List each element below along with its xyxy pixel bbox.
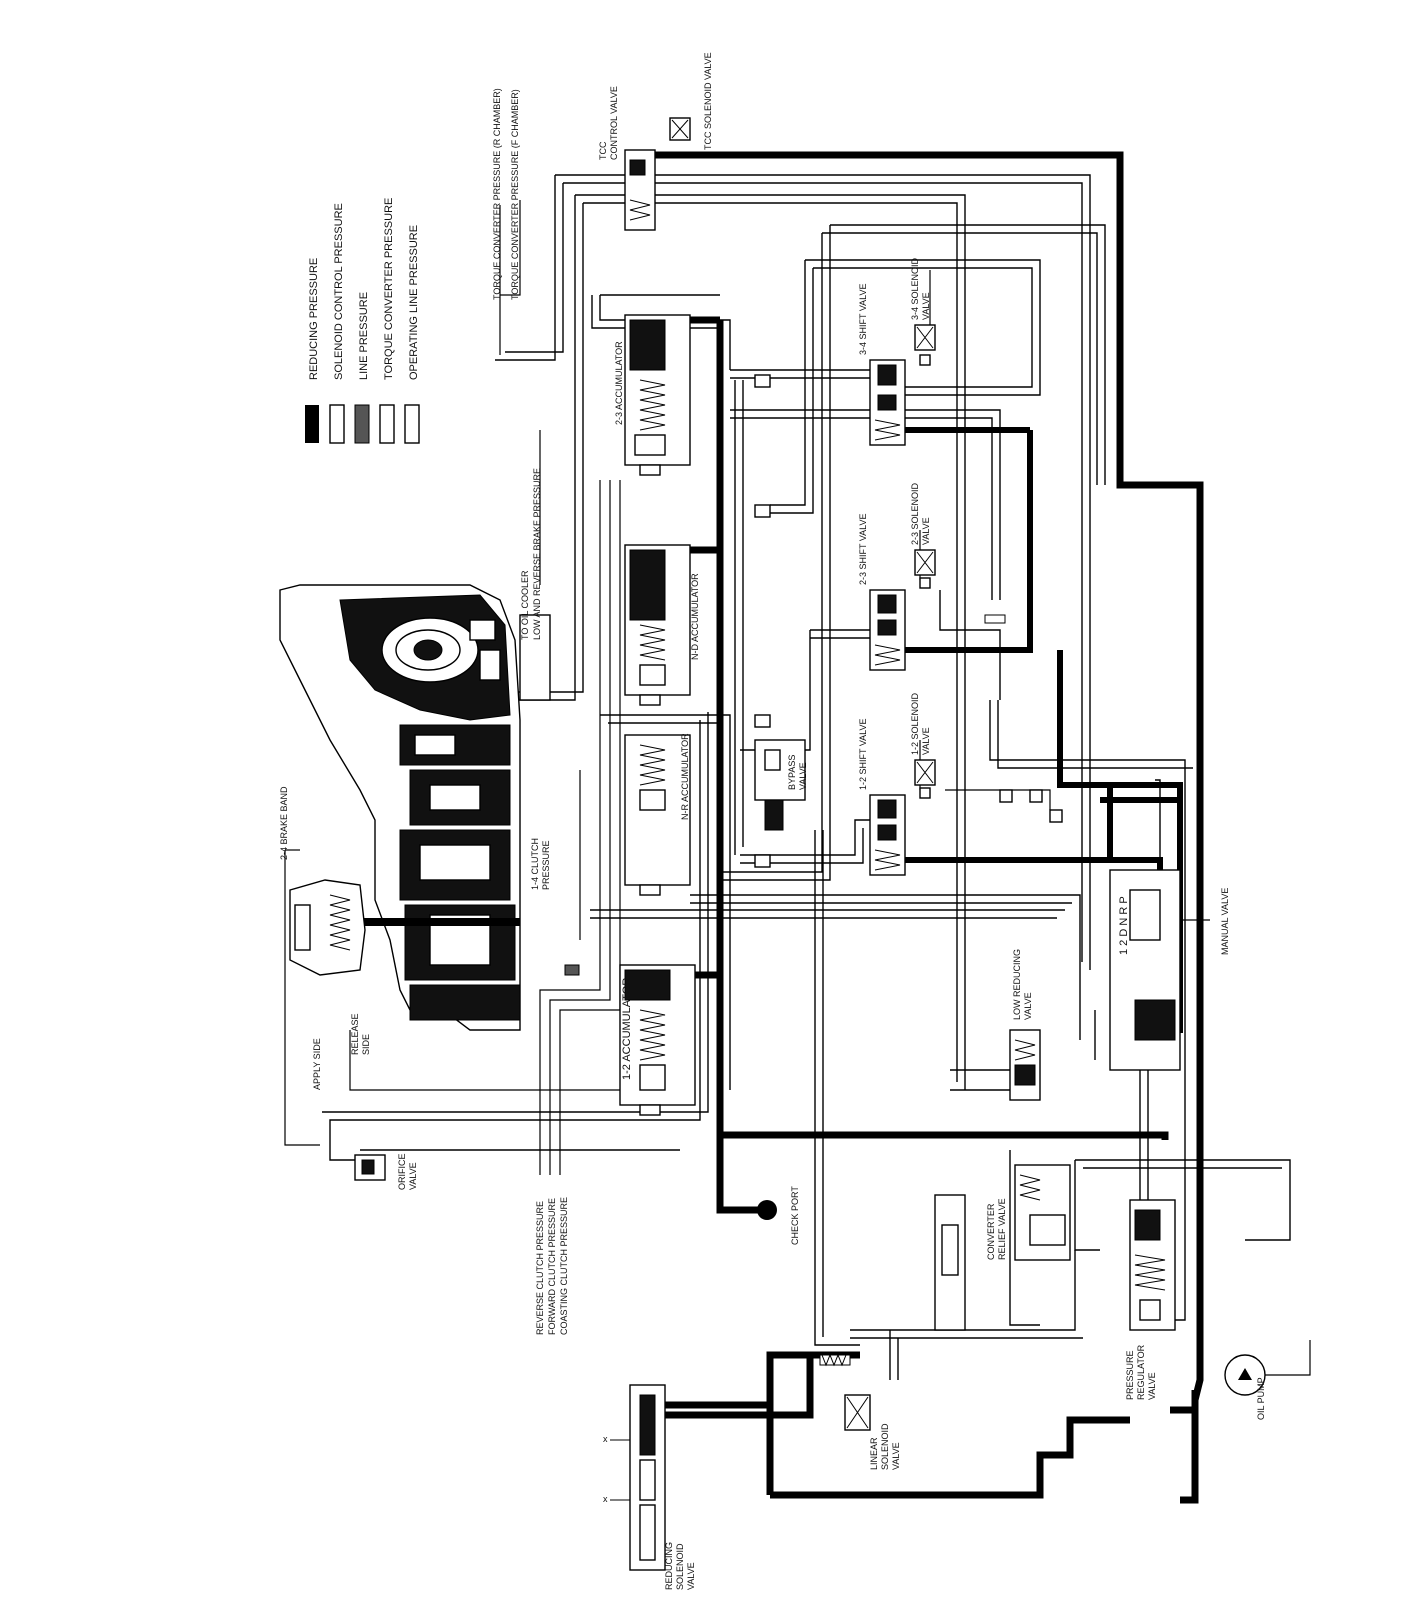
bypass-valve [754,739,806,831]
component-labels: TORQUE CONVERTER PRESSURE (R CHAMBER) TO… [279,52,1266,1590]
label-release-side-1: RELEASE [350,1013,360,1055]
label-linear-solenoid-2: SOLENOID [880,1423,890,1470]
legend-label: OPERATING LINE PRESSURE [408,225,420,380]
label-tcc-control-valve-1: TCC [598,141,608,160]
label-orifice-valve-2: VALVE [408,1162,418,1190]
check-port [757,1200,777,1220]
legend-label: REDUCING PRESSURE [308,258,320,380]
label-shift-valve-3-4: 3-4 SHIFT VALVE [858,283,868,355]
label-tcc-solenoid-valve: TCC SOLENOID VALVE [703,52,713,150]
pressure-regulator-valve [1129,1199,1176,1331]
accumulator-n-d [624,544,691,706]
label-check-port: CHECK PORT [790,1186,800,1245]
label-shift-valve-2-3: 2-3 SHIFT VALVE [858,513,868,585]
label-pressure-regulator-3: VALVE [1147,1372,1157,1400]
label-linear-solenoid-3: VALVE [891,1442,901,1470]
legend-swatch-operating [404,404,420,444]
label-solenoid-3-4-1: 3-4 SOLENOID [910,257,920,320]
reducing-solenoid-valve [610,1384,666,1571]
label-low-reverse-brake: LOW AND REVERSE BRAKE PRESSURE [532,468,542,640]
label-solenoid-2-3-1: 2-3 SOLENOID [910,482,920,545]
brake-band-servo [289,879,366,976]
oil-pump [1224,1340,1311,1396]
solenoid-valve-1-2 [914,759,936,799]
tcc-solenoid-valve [669,117,691,141]
label-clutch-1-4-2: PRESSURE [541,840,551,890]
manual-valve [1109,869,1210,1071]
solenoid-control-lines [284,200,1051,1175]
solenoid-valve-3-4 [914,324,936,366]
label-reducing-solenoid-2: SOLENOID [675,1543,685,1590]
label-x-mark: x [603,1494,608,1504]
check-balls [564,374,1063,976]
shift-valve-3-4 [869,359,906,446]
label-clutch-1-4-1: 1-4 CLUTCH [530,838,540,890]
label-release-side-2: SIDE [361,1034,371,1055]
label-solenoid-1-2-2: VALVE [921,727,931,755]
label-reducing-solenoid-3: VALVE [686,1562,696,1590]
label-reducing-solenoid-1: REDUCING [664,1542,674,1590]
label-to-oil-cooler: TO OIL COOLER [520,570,530,640]
solenoid-valve-2-3 [914,549,936,589]
label-reverse-clutch: REVERSE CLUTCH PRESSURE [535,1201,545,1335]
label-bypass-valve-2: VALVE [798,762,808,790]
accumulator-1-2 [619,964,696,1116]
label-converter-relief-1: CONVERTER [986,1203,996,1260]
label-low-reducing-2: VALVE [1023,992,1033,1020]
label-brake-band-2-4: 2-4 BRAKE BAND [279,786,289,860]
label-solenoid-1-2-1: 1-2 SOLENOID [910,692,920,755]
shift-valve-1-2 [869,794,906,876]
label-accumulator-n-d: N-D ACCUMULATOR [690,573,700,660]
label-pressure-regulator-2: REGULATOR [1136,1344,1146,1400]
label-solenoid-2-3-2: VALVE [921,517,931,545]
label-bypass-valve-1: BYPASS [787,755,797,790]
label-apply-side: APPLY SIDE [312,1038,322,1090]
legend-swatch-reducing [305,405,319,443]
legend-label: TORQUE CONVERTER PRESSURE [383,198,395,380]
label-accumulator-1-2: 1-2 ACCUMULATOR [621,978,633,1080]
converter-relief-valve [1014,1164,1071,1261]
legend-swatch-solenoid [329,404,345,444]
label-converter-relief-2: RELIEF VALVE [997,1198,1007,1260]
label-tcc-control-valve-2: CONTROL VALVE [609,86,619,160]
torque-converter-pressure-lines [322,174,1291,1380]
label-forward-clutch: FORWARD CLUTCH PRESSURE [547,1198,557,1335]
label-orifice-valve-1: ORIFICE [397,1153,407,1190]
label-pressure-regulator-1: PRESSURE [1125,1350,1135,1400]
label-shift-valve-1-2: 1-2 SHIFT VALVE [858,718,868,790]
label-torque-converter-f: TORQUE CONVERTER PRESSURE (F CHAMBER) [510,89,520,300]
tcc-control-valve [624,149,656,231]
label-accumulator-n-r: N-R ACCUMULATOR [680,733,690,820]
label-solenoid-3-4-2: VALVE [921,292,931,320]
legend-label: LINE PRESSURE [358,292,370,380]
legend: REDUCING PRESSURE SOLENOID CONTROL PRESS… [305,198,420,444]
legend-label: SOLENOID CONTROL PRESSURE [333,203,345,380]
label-manual-positions: 1 2 D N R P [1118,896,1130,955]
label-oil-pump: OIL PUMP [1256,1377,1266,1420]
orifice-valve [354,1154,386,1181]
label-x-mark: x [603,1434,608,1444]
label-coasting-clutch: COASTING CLUTCH PRESSURE [559,1197,569,1335]
label-manual-valve: MANUAL VALVE [1220,888,1230,955]
label-accumulator-2-3: 2-3 ACCUMULATOR [614,341,624,425]
label-torque-converter-r: TORQUE CONVERTER PRESSURE (R CHAMBER) [492,88,502,300]
low-reducing-valve [1009,1029,1041,1101]
label-low-reducing-1: LOW REDUCING [1012,949,1022,1020]
accumulator-2-3 [624,314,691,476]
shift-valve-2-3 [869,589,906,671]
linear-solenoid-valve [819,1353,871,1431]
legend-swatch-line [354,404,370,444]
legend-swatch-torque [379,404,395,444]
accumulator-n-r [624,734,691,896]
label-linear-solenoid-1: LINEAR [869,1437,879,1470]
converter-drain [934,1194,966,1331]
transmission-cross-section [279,584,551,1031]
